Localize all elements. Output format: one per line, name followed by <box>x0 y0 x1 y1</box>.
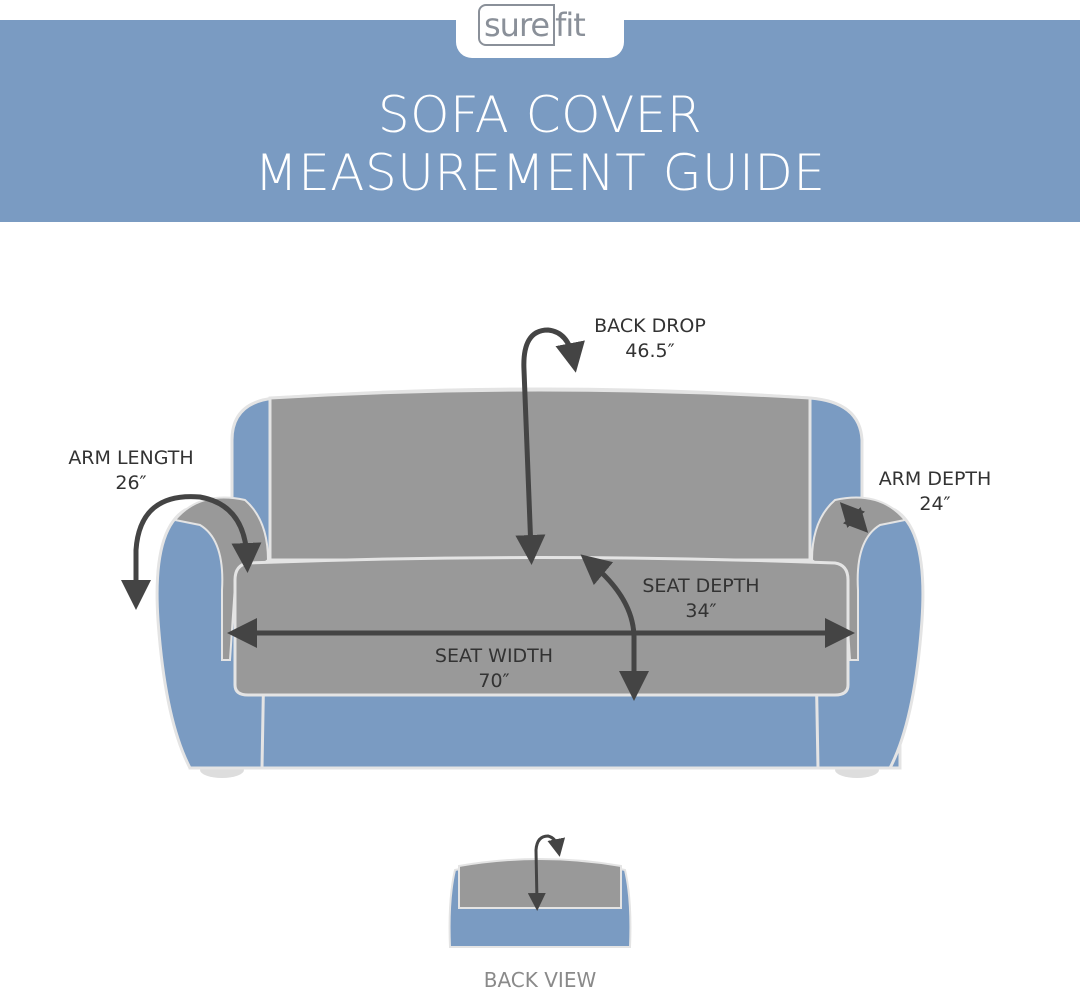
arm-depth-value: 24″ <box>919 493 950 515</box>
back-drop-label: BACK DROP <box>594 315 706 337</box>
back-drop-arrow <box>515 327 585 565</box>
title-line-2: MEASUREMENT GUIDE <box>254 144 826 202</box>
back-view-label: BACK VIEW <box>484 968 597 989</box>
seat-width-label: SEAT WIDTH <box>435 645 553 667</box>
seat-depth-value: 34″ <box>685 600 716 622</box>
arm-length-label: ARM LENGTH <box>68 447 193 469</box>
title-line-1: SOFA COVER <box>377 86 703 144</box>
arm-cover-right <box>810 496 907 661</box>
seat-depth-label: SEAT DEPTH <box>642 575 759 597</box>
seat-width-value: 70″ <box>478 670 509 692</box>
back-cover-panel <box>268 388 812 562</box>
back-view-arrow <box>527 834 566 911</box>
page-title: SOFA COVER MEASUREMENT GUIDE <box>0 86 1080 202</box>
arm-depth-arrow <box>839 502 869 533</box>
logo-tab <box>456 0 624 58</box>
back-drop-value: 46.5″ <box>625 340 674 362</box>
logo-fit: fit <box>555 6 586 44</box>
arm-length-arrow <box>121 494 262 610</box>
arm-depth-label: ARM DEPTH <box>879 468 992 490</box>
back-view-diagram <box>448 834 632 948</box>
logo-sure: sure <box>478 4 556 46</box>
arm-length-value: 26″ <box>115 472 146 494</box>
